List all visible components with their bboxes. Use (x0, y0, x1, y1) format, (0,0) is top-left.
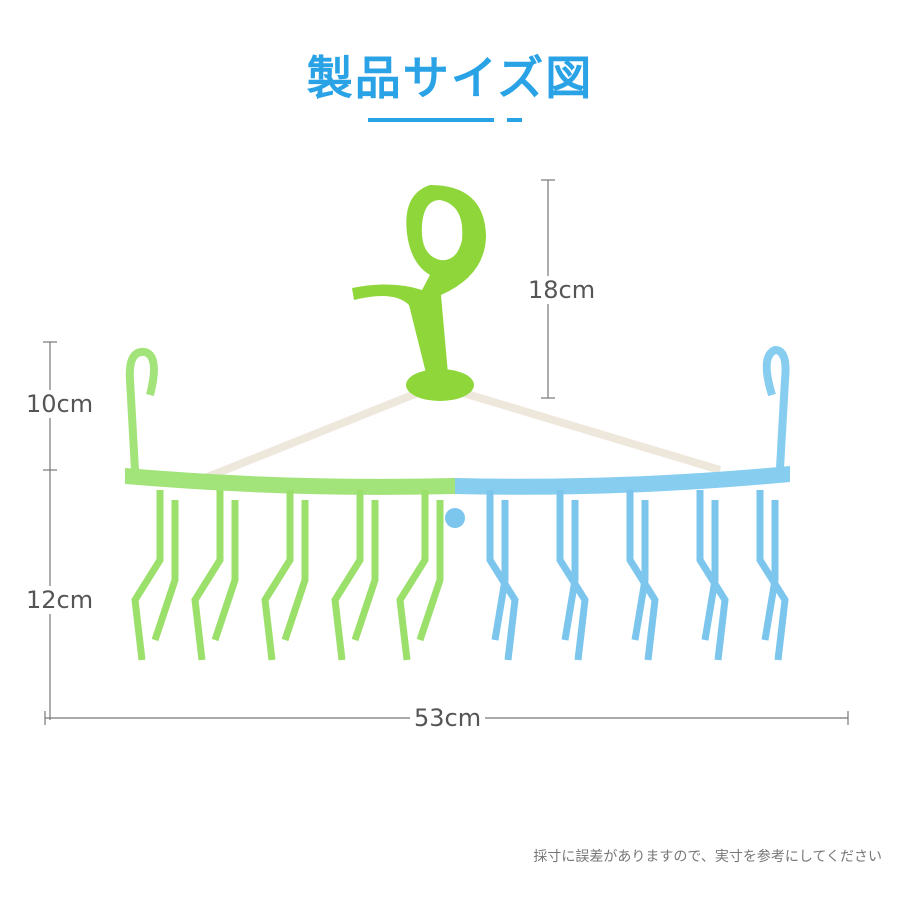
right-hook (762, 345, 790, 469)
clothes-clip (626, 490, 659, 661)
clothes-clip (556, 490, 589, 661)
dim-clip-height: 12cm (22, 586, 98, 614)
dim-hook-height: 18cm (524, 276, 600, 304)
central-hook (352, 185, 486, 401)
measurement-note: 採寸に誤差がありますので、実寸を参考にしてください (533, 849, 882, 865)
clothes-clip (756, 490, 789, 661)
right-bar (455, 466, 790, 495)
hinge (445, 508, 465, 528)
title-underline-dash (507, 118, 522, 122)
left-hook (125, 347, 158, 471)
clothes-clip (396, 490, 444, 661)
clothes-clip (331, 490, 379, 661)
page-title: 製品サイズ図 (306, 51, 594, 105)
left-bar (125, 468, 455, 495)
clothes-clip (191, 490, 239, 661)
clothes-clip (696, 490, 729, 661)
title-underline (368, 118, 494, 122)
hanger-ropes (203, 388, 722, 482)
dim-side-height: 10cm (22, 390, 98, 418)
clothes-clip (131, 490, 179, 661)
dim-width: 53cm (410, 704, 486, 732)
clothes-clip (261, 490, 309, 661)
clothes-clip (486, 490, 519, 661)
